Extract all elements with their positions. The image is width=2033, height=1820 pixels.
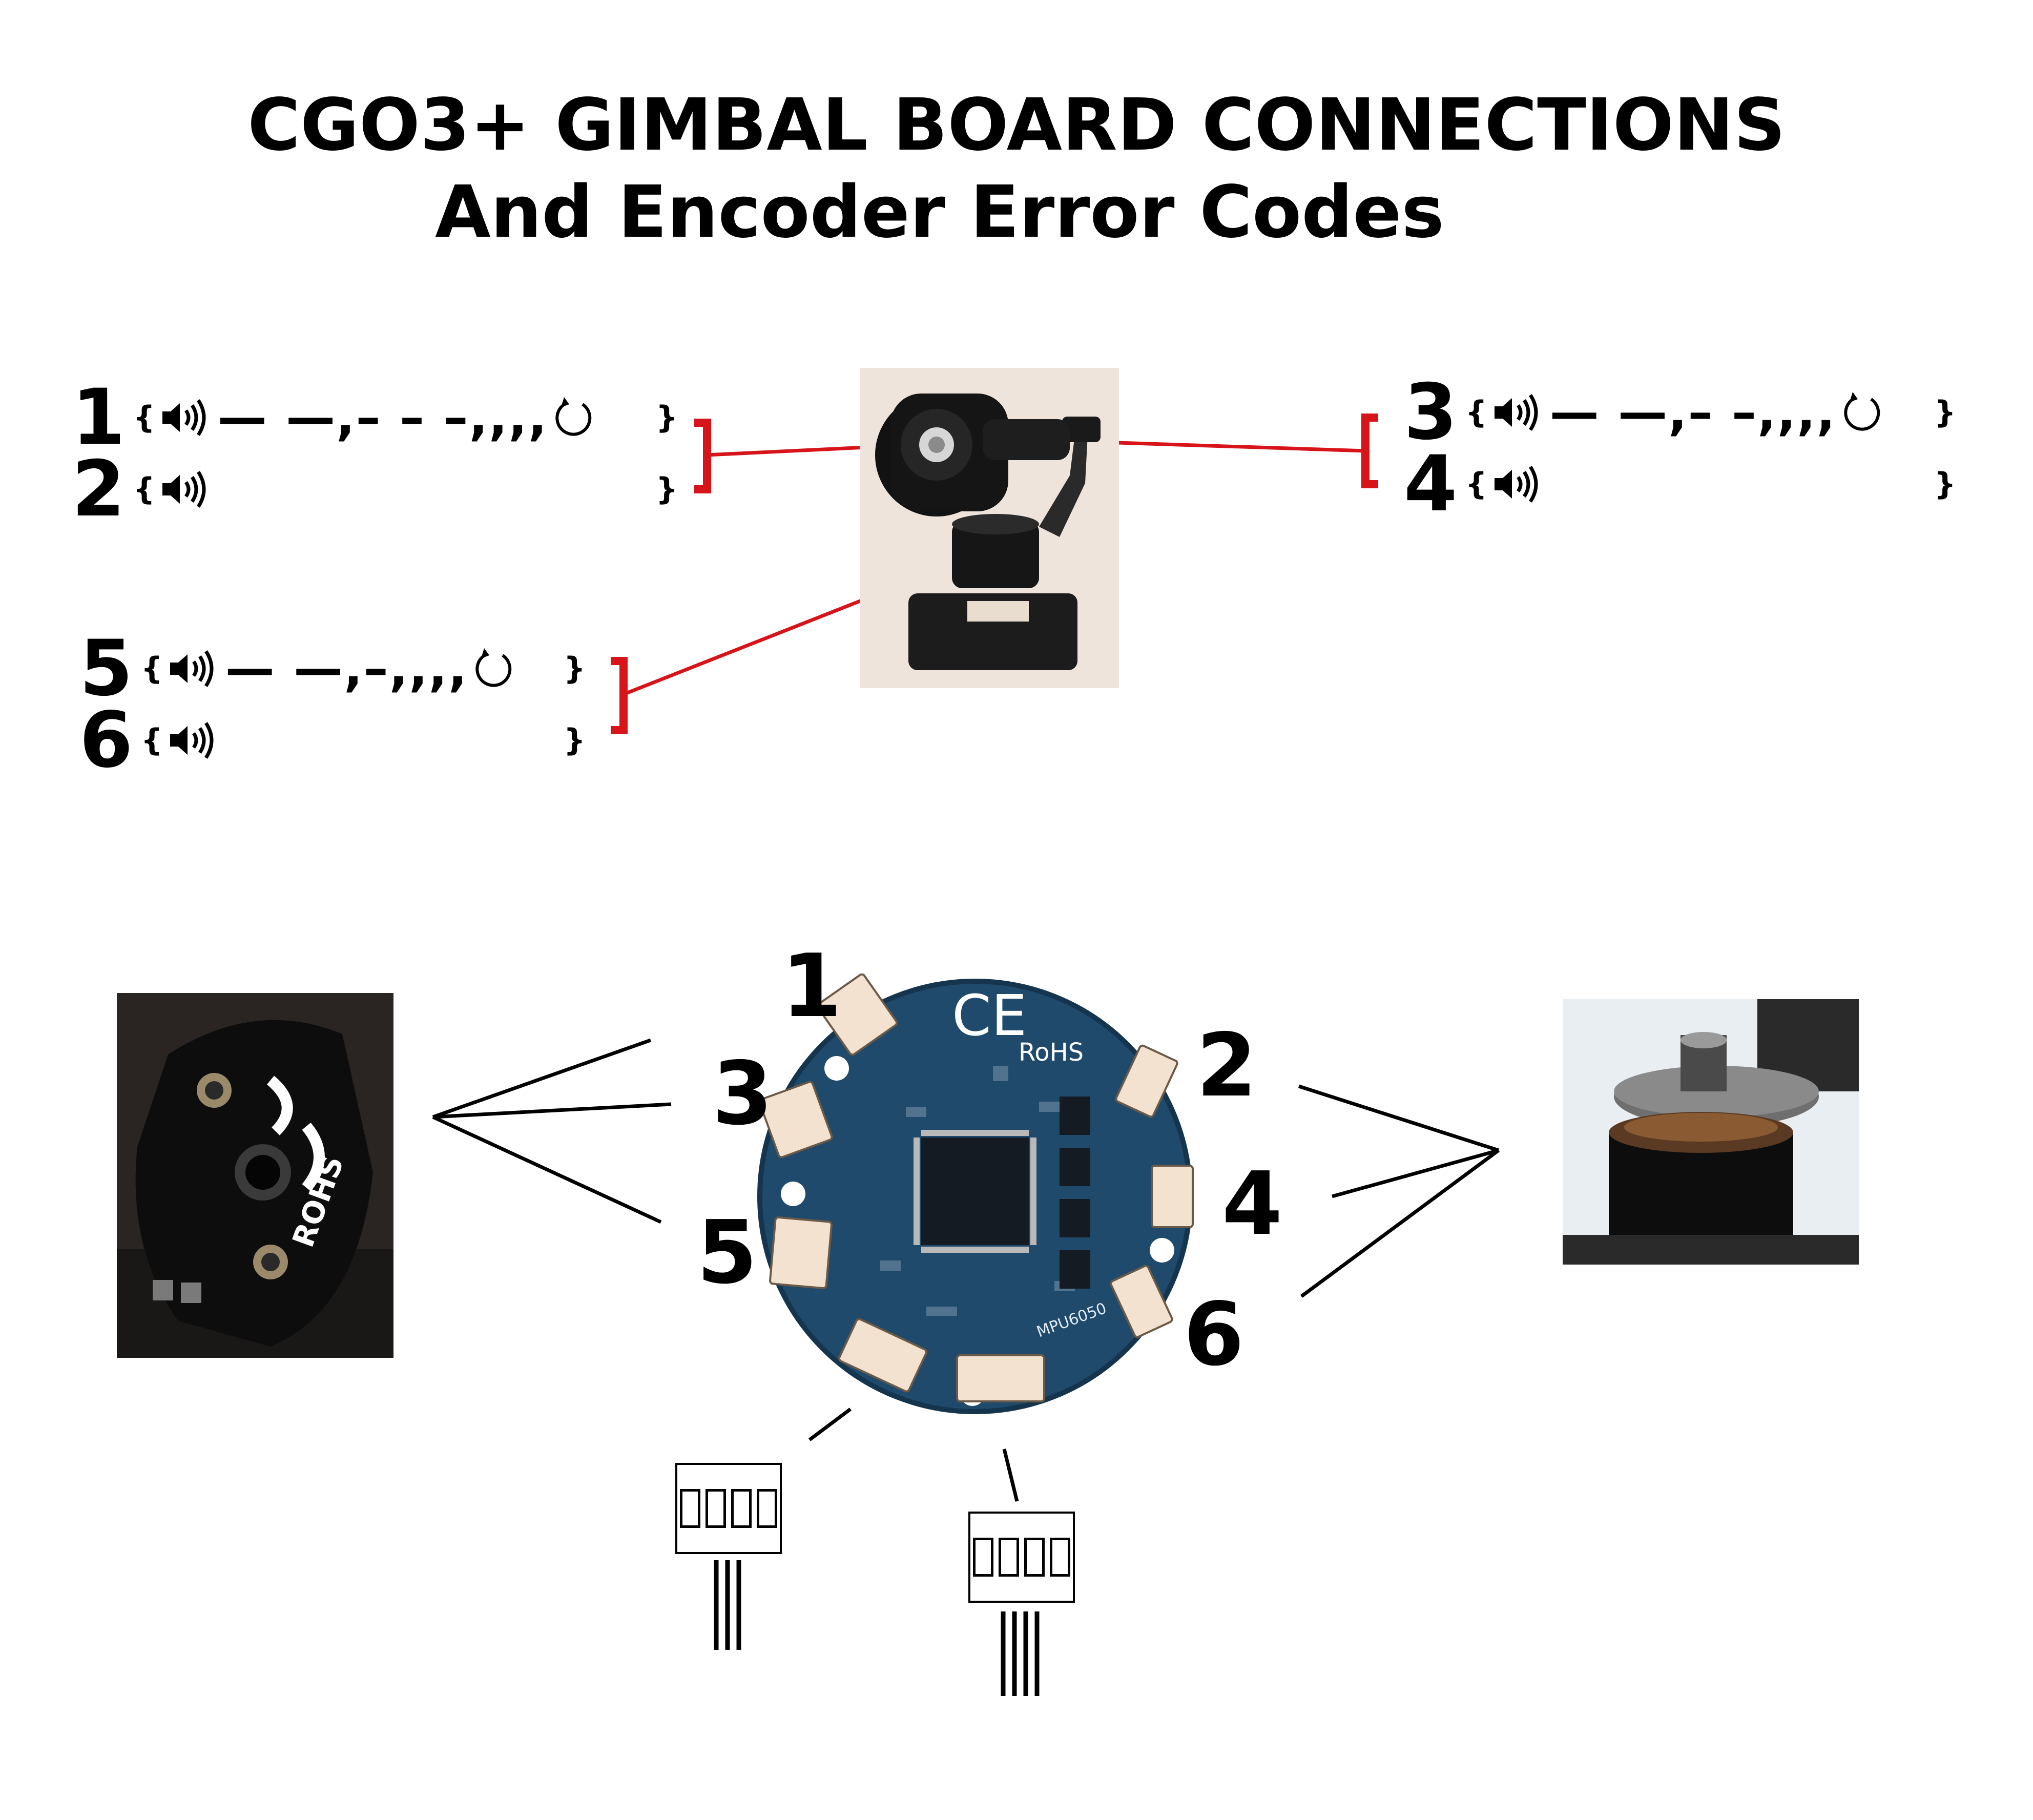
- bracket-5-6: [611, 657, 628, 734]
- board-port-2: [1115, 1044, 1178, 1118]
- gimbal-photo: [860, 368, 1119, 688]
- port-number-4: 4: [1222, 1153, 1283, 1255]
- brace-close: }: [656, 400, 678, 436]
- cable-connector-right: [968, 1512, 1075, 1603]
- leader-line-pitch: [1086, 440, 1366, 453]
- connector-pin: [1050, 1538, 1070, 1577]
- line-port1-encoder: [432, 1038, 652, 1119]
- beep-sequence: — —,– – –,,,,: [217, 389, 548, 446]
- cable-connector-left: [675, 1463, 782, 1554]
- loop-arrow-icon: [555, 397, 592, 436]
- line-port6-motor: [1300, 1149, 1500, 1298]
- brace-open: {: [141, 722, 163, 758]
- connector-pin: [973, 1538, 993, 1577]
- brace-close: }: [656, 471, 678, 507]
- connector-pin: [731, 1489, 752, 1528]
- speaker-icon: [170, 650, 214, 687]
- error-code-port: 6: [79, 696, 133, 785]
- speaker-icon: [170, 722, 214, 759]
- cable-wires-left: [714, 1560, 741, 1650]
- board-port-3: [758, 1081, 833, 1159]
- brace-open: {: [133, 400, 155, 436]
- error-code-row-6: 6{}: [79, 696, 586, 785]
- error-code-port: 5: [79, 624, 133, 713]
- port-number-1: 1: [781, 936, 842, 1037]
- brace-open: {: [133, 471, 155, 507]
- brace-open: {: [1465, 395, 1487, 430]
- board-port-4: [1151, 1165, 1194, 1228]
- brace-close: }: [564, 651, 586, 687]
- brace-close: }: [1934, 466, 1956, 502]
- brace-open: {: [1465, 466, 1487, 502]
- line-port3-encoder: [432, 1102, 672, 1119]
- gimbal-control-board: CE RoHS MPU6050: [757, 974, 1194, 1414]
- port-number-3: 3: [712, 1043, 773, 1145]
- encoder-magnet-photo: ROHS: [117, 993, 393, 1358]
- line-uart-left: [808, 1408, 852, 1441]
- board-port-1: [816, 974, 898, 1056]
- board-port-uart-left: [838, 1318, 928, 1393]
- board-port-6: [1110, 1265, 1173, 1338]
- board-ce-label: CE: [952, 983, 1027, 1048]
- error-code-port: 4: [1404, 440, 1458, 529]
- line-port5-encoder: [432, 1115, 662, 1224]
- beep-sequence: — —,– –,,,,: [1549, 384, 1836, 441]
- line-uart-right: [1002, 1449, 1019, 1502]
- connector-pin: [706, 1489, 726, 1528]
- motor-photo: [1563, 999, 1859, 1265]
- error-code-port: 1: [72, 373, 126, 462]
- speaker-icon: [1494, 466, 1538, 503]
- line-port2-motor: [1298, 1084, 1500, 1152]
- board-rohs-label: RoHS: [1019, 1038, 1084, 1067]
- error-code-port: 2: [72, 445, 126, 534]
- beep-sequence: — —,–,,,,: [225, 640, 468, 697]
- brace-close: }: [564, 722, 586, 758]
- cable-wires-right: [1001, 1611, 1040, 1696]
- connector-pin: [999, 1538, 1019, 1577]
- port-number-6: 6: [1184, 1284, 1244, 1385]
- error-code-row-3: 3{ — —,– –,,,,}: [1404, 368, 1956, 457]
- loop-arrow-icon: [475, 648, 512, 687]
- error-code-row-5: 5{ — —,–,,,,}: [79, 624, 586, 713]
- loop-arrow-icon: [1844, 392, 1880, 431]
- speaker-icon: [162, 399, 206, 436]
- error-code-row-2: 2{}: [72, 445, 678, 534]
- speaker-icon: [162, 471, 206, 508]
- brace-open: {: [141, 651, 163, 687]
- connector-pin: [757, 1489, 777, 1528]
- board-port-5: [769, 1216, 833, 1290]
- page-title: CGO3+ GIMBAL BOARD CONNECTIONS: [247, 84, 1786, 167]
- bracket-3-4: [1361, 413, 1378, 488]
- speaker-icon: [1494, 394, 1538, 431]
- bracket-1-2: [694, 419, 711, 493]
- brace-close: }: [1934, 395, 1956, 430]
- line-port4-motor: [1332, 1148, 1499, 1198]
- error-code-port: 3: [1404, 368, 1458, 457]
- port-number-5: 5: [697, 1202, 758, 1304]
- connector-pin: [680, 1489, 700, 1528]
- port-number-2: 2: [1196, 1015, 1257, 1116]
- error-code-row-1: 1{ — —,– – –,,,,}: [72, 373, 678, 462]
- page-subtitle: And Encoder Error Codes: [435, 171, 1444, 254]
- board-port-uart-right: [956, 1354, 1045, 1402]
- connector-pin: [1024, 1538, 1045, 1577]
- error-code-row-4: 4{}: [1404, 440, 1956, 529]
